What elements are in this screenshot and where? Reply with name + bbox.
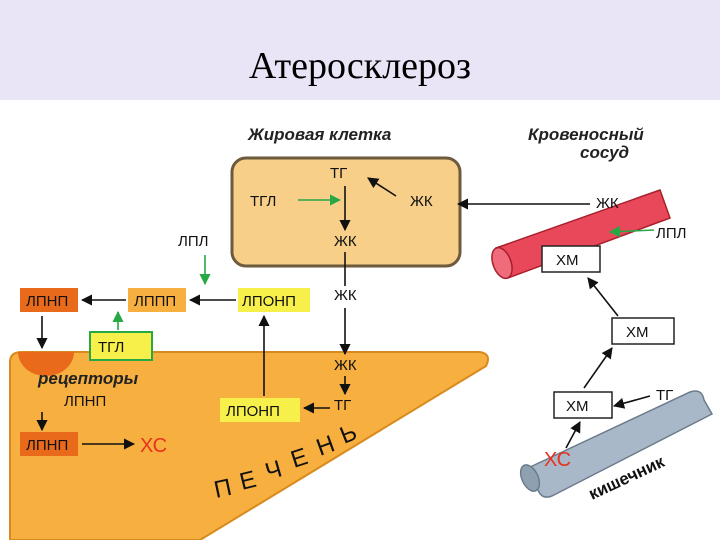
receptors-line2: ЛПНП xyxy=(64,393,106,410)
intestine-tg: ТГ xyxy=(656,387,673,404)
vldl-label: ЛПОНП xyxy=(242,293,296,310)
vessel-hm-box xyxy=(541,245,601,273)
arrow-xc-to-hm xyxy=(565,421,581,449)
liver-vldl: ЛПОНП xyxy=(226,403,280,420)
ldl-label: ЛПНП xyxy=(26,293,68,310)
vessel-hm: ХМ xyxy=(556,252,579,269)
arrow-hm-to-vessel xyxy=(587,277,619,317)
arrow-zhk-to-tg xyxy=(367,177,397,197)
fat-zhk-bottom: ЖК xyxy=(334,233,357,250)
intestine xyxy=(519,390,714,498)
vldl-box xyxy=(238,288,310,312)
fat-zhk-right: ЖК xyxy=(410,193,433,210)
liver-xc: ХС xyxy=(140,435,167,457)
vessel-lpl: ЛПЛ xyxy=(656,225,686,242)
blood-vessel xyxy=(491,189,671,280)
arrows xyxy=(36,177,655,450)
fat-cell-label: Жировая клетка xyxy=(247,125,391,144)
liver-shape xyxy=(9,351,489,540)
intestine-hm-lower-box xyxy=(553,391,613,419)
fat-cell-shape xyxy=(230,156,462,268)
idl-label: ЛППП xyxy=(134,293,176,310)
liver-vldl-box xyxy=(220,398,300,422)
intestine-xc: ХС xyxy=(544,449,571,471)
liver-tgl: ТГЛ xyxy=(98,339,124,356)
intestine-hm-upper-box xyxy=(611,317,675,345)
page-title: Атеросклероз xyxy=(248,45,472,87)
ldl-box xyxy=(20,288,78,312)
arrow-tg-to-hm xyxy=(612,395,651,409)
middle-lpl: ЛПЛ xyxy=(178,233,208,250)
middle-zhk: ЖК xyxy=(334,287,357,304)
ldl-receptor-shape xyxy=(18,352,74,376)
vessel-zhk: ЖК xyxy=(596,195,619,212)
fat-tgl: ТГЛ xyxy=(250,193,276,210)
arrow-lpl-to-vessel xyxy=(608,225,655,238)
liver-ldl-box xyxy=(20,432,78,456)
intestine-hm-upper: ХМ xyxy=(626,324,649,341)
title-bar xyxy=(0,0,720,100)
liver-tg: ТГ xyxy=(334,397,351,414)
receptors-line1: рецепторы xyxy=(37,369,139,388)
intestine-hm-lower: ХМ xyxy=(566,398,589,415)
idl-box xyxy=(128,288,186,312)
arrow-hm-to-hm-upper xyxy=(583,347,613,389)
vessel-label-line2: сосуд xyxy=(580,143,629,162)
vessel-label-line1: Кровеносный xyxy=(528,125,644,144)
fat-tg: ТГ xyxy=(330,165,347,182)
liver-tgl-box xyxy=(89,331,153,361)
liver-ldl: ЛПНП xyxy=(26,437,68,454)
liver-zhk: ЖК xyxy=(334,357,357,374)
